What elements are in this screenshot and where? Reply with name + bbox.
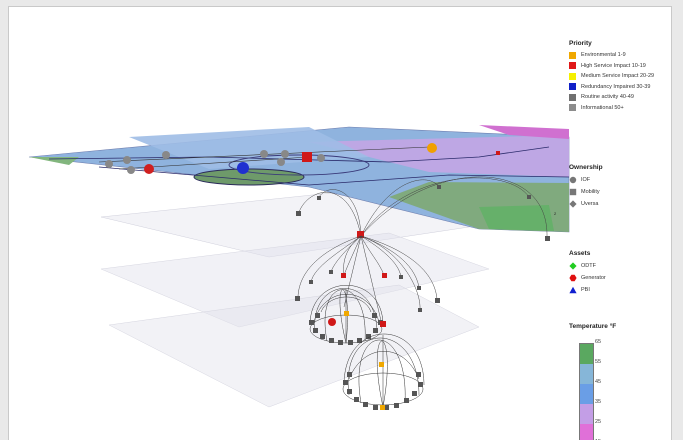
triangle-icon — [569, 286, 577, 294]
node-sphere[interactable] — [123, 156, 131, 164]
assets-legend-title: Assets — [569, 250, 591, 257]
priority-label: Medium Service Impact 20-29 — [581, 73, 655, 80]
asset-legend-item: Generator — [569, 272, 606, 284]
hub-node[interactable] — [357, 231, 364, 238]
temperature-tick-label: 55 — [595, 359, 602, 365]
priority-label: Routine activity 40-49 — [581, 94, 634, 101]
priority-color-swatch — [569, 51, 576, 59]
node-cube[interactable] — [496, 151, 500, 155]
temperature-scale-segment — [580, 364, 593, 384]
asset-legend-item: PBI — [569, 284, 606, 296]
node-sphere[interactable] — [427, 143, 437, 153]
node-sphere[interactable] — [105, 160, 113, 168]
temperature-legend: Temperature °F 655545352515 — [569, 323, 617, 440]
temperature-tick-label: 35 — [595, 399, 602, 405]
ownership-legend-item: Mobility — [569, 186, 603, 198]
temperature-scale-segment — [580, 424, 593, 440]
map-marker-label: 2 — [554, 211, 557, 216]
node-sphere[interactable] — [144, 164, 154, 174]
temperature-tick-label: 45 — [595, 379, 602, 385]
fanout-devices[interactable] — [295, 270, 440, 312]
priority-color-swatch — [569, 83, 576, 91]
priority-legend-item: Medium Service Impact 20-29 — [569, 71, 654, 82]
node-sphere[interactable] — [317, 154, 325, 162]
priority-legend-item: Routine activity 40-49 — [569, 92, 654, 103]
priority-color-swatch — [569, 104, 576, 112]
priority-legend-title: Priority — [569, 40, 592, 47]
relay-devices[interactable] — [296, 185, 550, 241]
temperature-color-scale — [579, 343, 594, 440]
diamond-icon — [569, 200, 577, 208]
temperature-scale-segment — [580, 344, 593, 364]
priority-legend-item: Redundancy Impaired 30-39 — [569, 82, 654, 93]
priority-label: High Service Impact 10-19 — [581, 62, 646, 69]
ownership-label: IOF — [581, 177, 591, 183]
diamond-icon — [569, 262, 577, 270]
priority-color-swatch — [569, 93, 576, 101]
dome-2-devices[interactable] — [343, 321, 423, 410]
node-cube[interactable] — [302, 152, 312, 162]
asset-label: PBI — [581, 287, 590, 293]
node-sphere[interactable] — [260, 150, 268, 158]
network-3d-scene[interactable]: 2 — [9, 7, 671, 440]
square-icon — [569, 188, 577, 196]
node-sphere[interactable] — [237, 162, 249, 174]
circle-icon — [569, 176, 577, 184]
priority-legend-item: Environmental 1-9 — [569, 50, 654, 61]
ownership-legend-item: Uversa — [569, 198, 603, 210]
fanout-links — [297, 235, 438, 326]
priority-label: Redundancy Impaired 30-39 — [581, 83, 651, 90]
priority-label: Informational 50+ — [581, 104, 624, 111]
node-sphere[interactable] — [162, 151, 170, 159]
priority-label: Environmental 1-9 — [581, 52, 626, 59]
map-network-nodes[interactable] — [98, 143, 500, 174]
priority-legend-item: Informational 50+ — [569, 103, 654, 114]
temperature-scale-segment — [580, 384, 593, 404]
priority-color-swatch — [569, 62, 576, 70]
temperature-scale-segment — [580, 404, 593, 424]
asset-label: ODTF — [581, 263, 596, 269]
priority-color-swatch — [569, 72, 576, 80]
hexagon-icon — [569, 274, 577, 282]
temperature-legend-title: Temperature °F — [569, 323, 617, 330]
asset-legend-item: ODTF — [569, 260, 606, 272]
node-sphere[interactable] — [127, 166, 135, 174]
ownership-legend-item: IOF — [569, 174, 603, 186]
node-sphere[interactable] — [277, 158, 285, 166]
ownership-label: Mobility — [581, 189, 600, 195]
node-sphere[interactable] — [281, 150, 289, 158]
priority-legend-item: High Service Impact 10-19 — [569, 61, 654, 72]
ownership-label: Uversa — [581, 201, 599, 207]
ghost-layer-plane — [108, 284, 480, 408]
temperature-tick-label: 25 — [595, 419, 602, 425]
visualization-panel: 2 — [8, 6, 672, 440]
ownership-legend-title: Ownership — [569, 164, 603, 171]
ghost-layer-plane — [100, 232, 490, 328]
asset-label: Generator — [581, 275, 606, 281]
temperature-tick-label: 65 — [595, 339, 602, 345]
